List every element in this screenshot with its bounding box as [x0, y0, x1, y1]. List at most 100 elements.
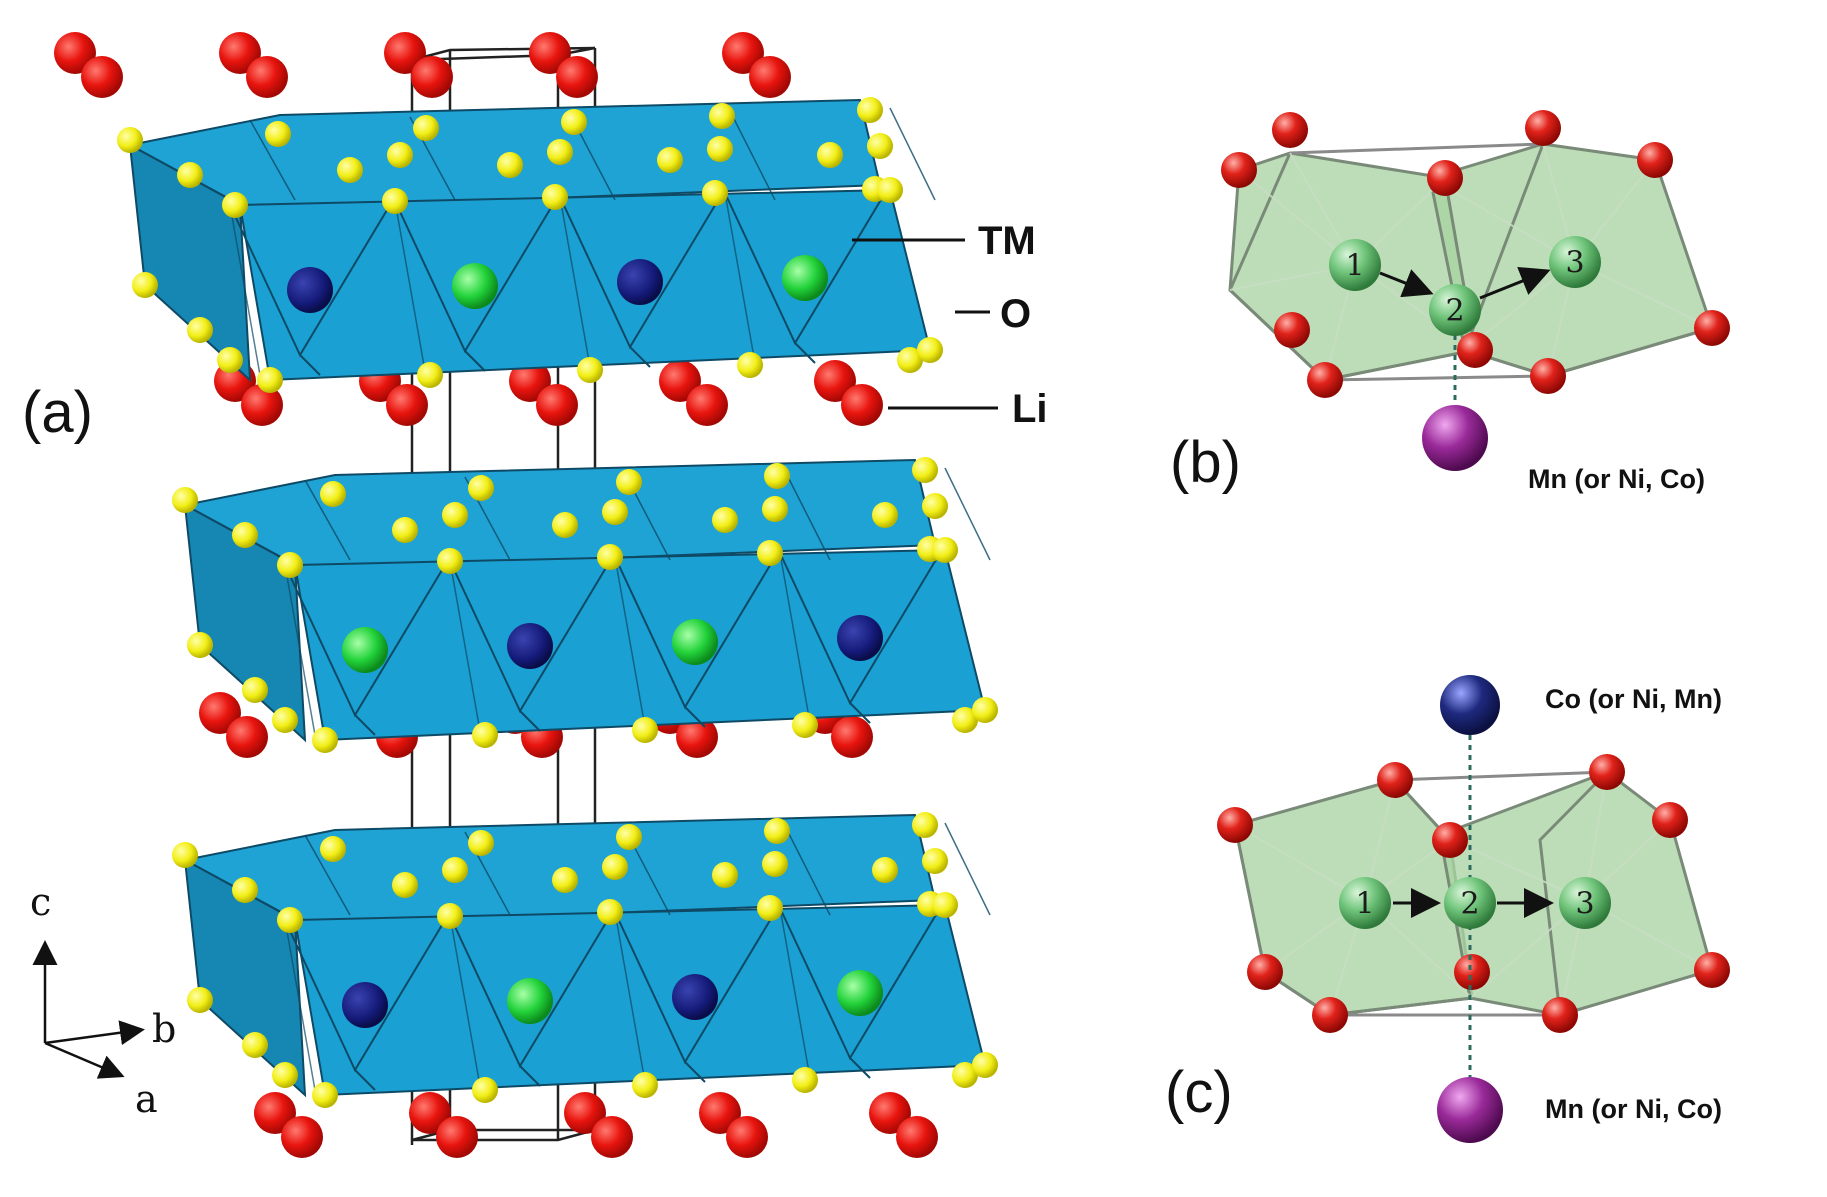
oxygen-atom — [387, 142, 413, 168]
oxygen-atom — [762, 496, 788, 522]
panel-c-co-atom — [1440, 675, 1500, 735]
octahedral-slab — [117, 97, 943, 393]
panel-b-mn-note: Mn (or Ni, Co) — [1528, 464, 1705, 494]
tm-atom — [837, 615, 883, 661]
oxygen-atom — [337, 157, 363, 183]
tm-atom — [342, 627, 388, 673]
panel-a-label: (a) — [22, 380, 93, 445]
oxygen-atom — [602, 854, 628, 880]
oxygen-atom — [597, 899, 623, 925]
octahedral-slab — [172, 457, 998, 753]
oxygen-atom — [912, 812, 938, 838]
oxygen-atom — [547, 139, 573, 165]
oxygen-atom — [117, 127, 143, 153]
oxygen-atom — [442, 502, 468, 528]
oxygen-atom — [472, 1077, 498, 1103]
oxygen-atom — [468, 830, 494, 856]
panel-c-site-1 — [1339, 877, 1391, 929]
oxygen-atom — [320, 836, 346, 862]
oxygen-atom — [952, 707, 978, 733]
oxygen-atom — [437, 903, 463, 929]
lithium-atom-pair — [219, 32, 288, 98]
lithium-atom-pair — [529, 32, 598, 98]
oxygen-atom — [437, 548, 463, 574]
oxygen-atom — [757, 540, 783, 566]
oxygen-atom — [392, 872, 418, 898]
oxygen-atom — [867, 133, 893, 159]
oxygen-atom — [561, 109, 587, 135]
oxygen-atom — [277, 552, 303, 578]
oxygen-atom — [187, 317, 213, 343]
b-axis-label: b — [152, 1007, 176, 1051]
lithium-atom-pair — [509, 360, 578, 426]
panel-b-site-2 — [1429, 284, 1481, 336]
oxygen-atom — [762, 851, 788, 877]
lithium-atom-pair — [409, 1092, 478, 1158]
oxygen-atom — [712, 862, 738, 888]
panel-c-structure: 1 2 3 Co (or Ni, Mn) Mn (or Ni, Co) (c) — [1165, 675, 1730, 1143]
oxygen-atom — [232, 522, 258, 548]
oxygen-atom — [857, 97, 883, 123]
oxygen-atom — [792, 1067, 818, 1093]
octahedral-slab — [172, 812, 998, 1108]
panel-c-mn-note: Mn (or Ni, Co) — [1545, 1094, 1722, 1124]
panel-c-site-2-number: 2 — [1460, 887, 1479, 922]
li-label: Li — [1012, 387, 1048, 431]
oxygen-atom — [542, 184, 568, 210]
tm-atom — [507, 623, 553, 669]
oxygen-atom — [707, 136, 733, 162]
a-axis-label: a — [135, 1077, 158, 1121]
oxygen-atom — [277, 907, 303, 933]
oxygen-atom — [265, 121, 291, 147]
oxygen-atom — [817, 142, 843, 168]
tm-atom — [287, 267, 333, 313]
oxygen-atom — [577, 357, 603, 383]
lithium-atom-pair — [54, 32, 123, 98]
lithium-atom-pair — [254, 1092, 323, 1158]
panel-c-site-3 — [1559, 877, 1611, 929]
oxygen-atom — [922, 848, 948, 874]
oxygen-atom — [872, 857, 898, 883]
oxygen-atom — [917, 337, 943, 363]
lithium-atom-pair — [869, 1092, 938, 1158]
panel-a-structure: TM O Li (a) c b a — [22, 32, 1048, 1158]
oxygen-atom — [242, 1032, 268, 1058]
oxygen-atom — [972, 697, 998, 723]
oxygen-atom — [872, 502, 898, 528]
panel-b-site-1-number: 1 — [1345, 249, 1364, 284]
panel-b-arrow-2-3 — [1479, 266, 1551, 300]
oxygen-atom — [632, 717, 658, 743]
oxygen-atom — [764, 818, 790, 844]
oxygen-atom — [737, 352, 763, 378]
panel-c-site-3-number: 3 — [1575, 887, 1594, 922]
oxygen-atom — [702, 180, 728, 206]
tm-atom — [342, 982, 388, 1028]
axis-triad: c b a — [30, 880, 176, 1121]
o-label: O — [1000, 292, 1031, 336]
lithium-atom-pair — [199, 692, 268, 758]
panel-b-site-3 — [1549, 236, 1601, 288]
oxygen-atom — [897, 347, 923, 373]
oxygen-atom — [932, 892, 958, 918]
oxygen-atom — [392, 517, 418, 543]
oxygen-atom — [187, 987, 213, 1013]
oxygen-atom — [552, 867, 578, 893]
tm-atom — [672, 619, 718, 665]
oxygen-atom — [242, 677, 268, 703]
oxygen-atom — [616, 469, 642, 495]
lithium-atom-pair — [814, 360, 883, 426]
panel-b-structure: 1 2 3 Mn (or Ni, Co) (b) — [1170, 110, 1730, 495]
b-axis-arrow — [44, 1020, 145, 1046]
oxygen-atom — [712, 507, 738, 533]
tm-atom — [452, 263, 498, 309]
oxygen-atom — [972, 1052, 998, 1078]
oxygen-atom — [472, 722, 498, 748]
lithium-atom-pair — [564, 1092, 633, 1158]
oxygen-atom — [257, 367, 283, 393]
transition-metal-slabs — [117, 97, 998, 1108]
unit-cell-top — [411, 46, 596, 62]
oxygen-atom — [217, 347, 243, 373]
oxygen-atom — [616, 824, 642, 850]
panel-c-site-1-number: 1 — [1355, 887, 1374, 922]
oxygen-atom — [413, 115, 439, 141]
